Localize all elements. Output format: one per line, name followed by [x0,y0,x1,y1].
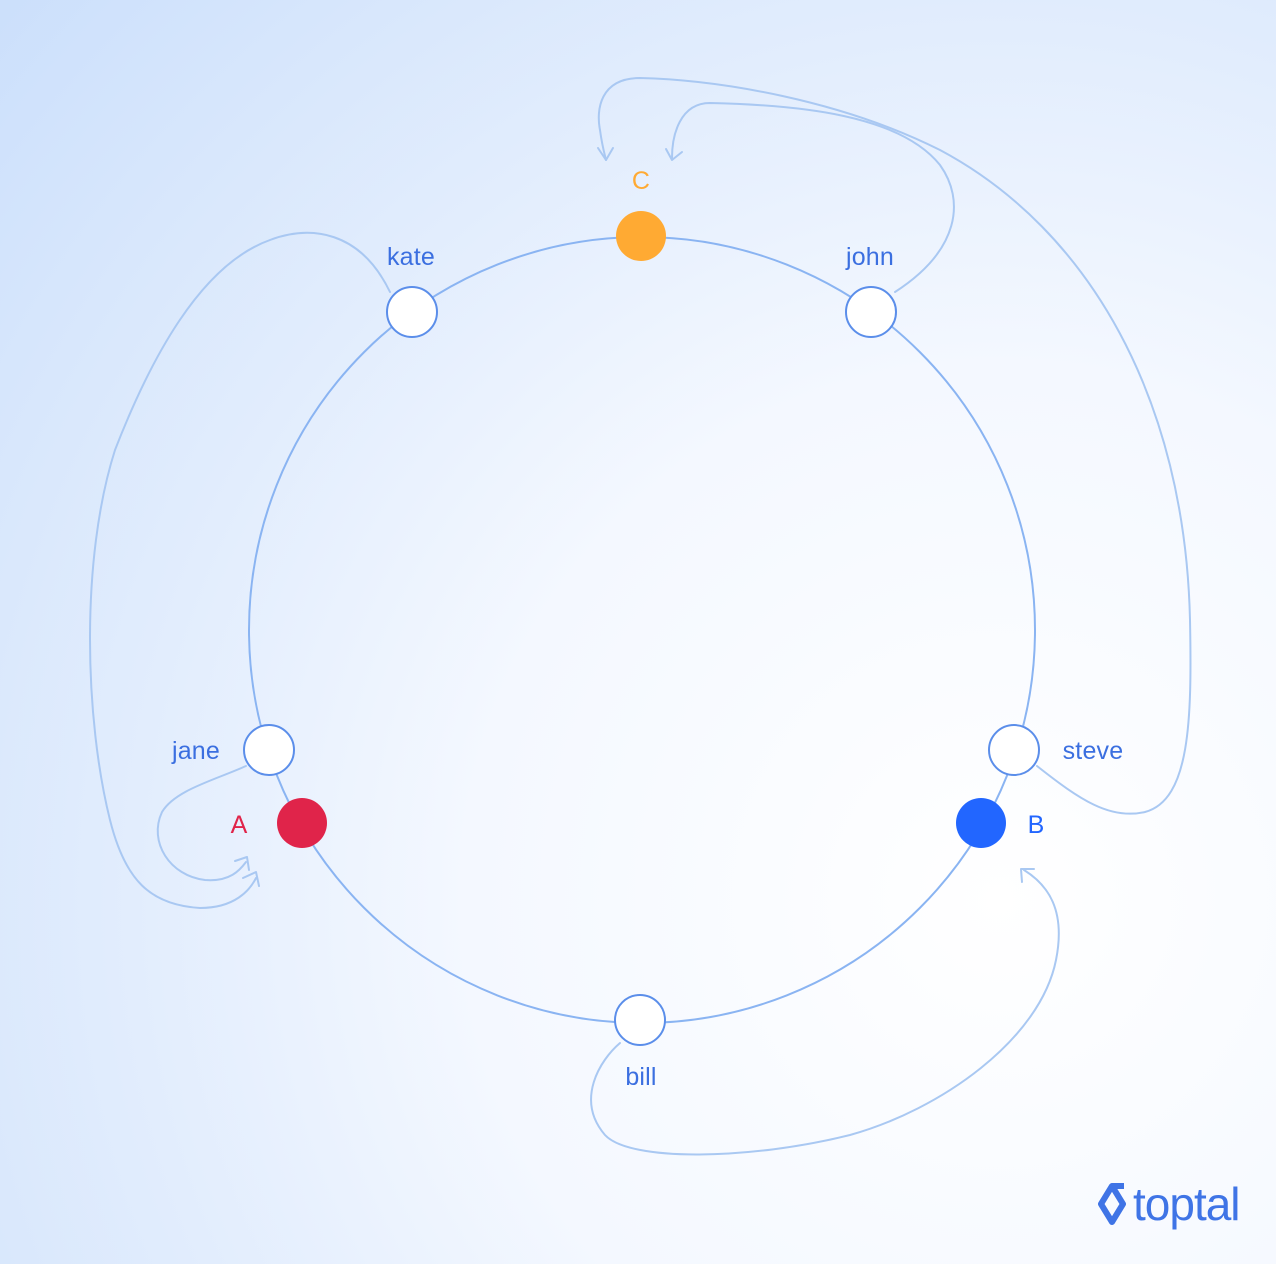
server-label-jane: jane [171,737,220,765]
server-node-steve [988,724,1040,776]
brand-wordmark: toptal [1133,1178,1240,1230]
server-label-bill: bill [625,1063,656,1091]
server-node-bill [614,994,666,1046]
key-node-a [277,798,327,848]
server-label-john: john [845,243,894,271]
arrow-jane-to-a [156,765,250,882]
toptal-logo: toptal [1098,1178,1241,1230]
key-node-b [956,798,1006,848]
server-node-john [845,286,897,338]
server-label-kate: kate [387,243,435,271]
arrow-steve-to-c [597,77,1192,815]
key-node-c [616,211,666,261]
arrow-kate-to-a [89,231,391,909]
hash-ring [248,236,1036,1024]
toptal-logo-icon [1098,1183,1126,1225]
key-label-a: A [231,811,248,839]
arrow-john-to-c [665,102,955,293]
arrow-bill-to-b [590,868,1060,1156]
server-node-jane [243,724,295,776]
key-label-c: C [632,167,650,195]
key-label-b: B [1028,811,1045,839]
server-node-kate [386,286,438,338]
server-label-steve: steve [1063,737,1124,765]
